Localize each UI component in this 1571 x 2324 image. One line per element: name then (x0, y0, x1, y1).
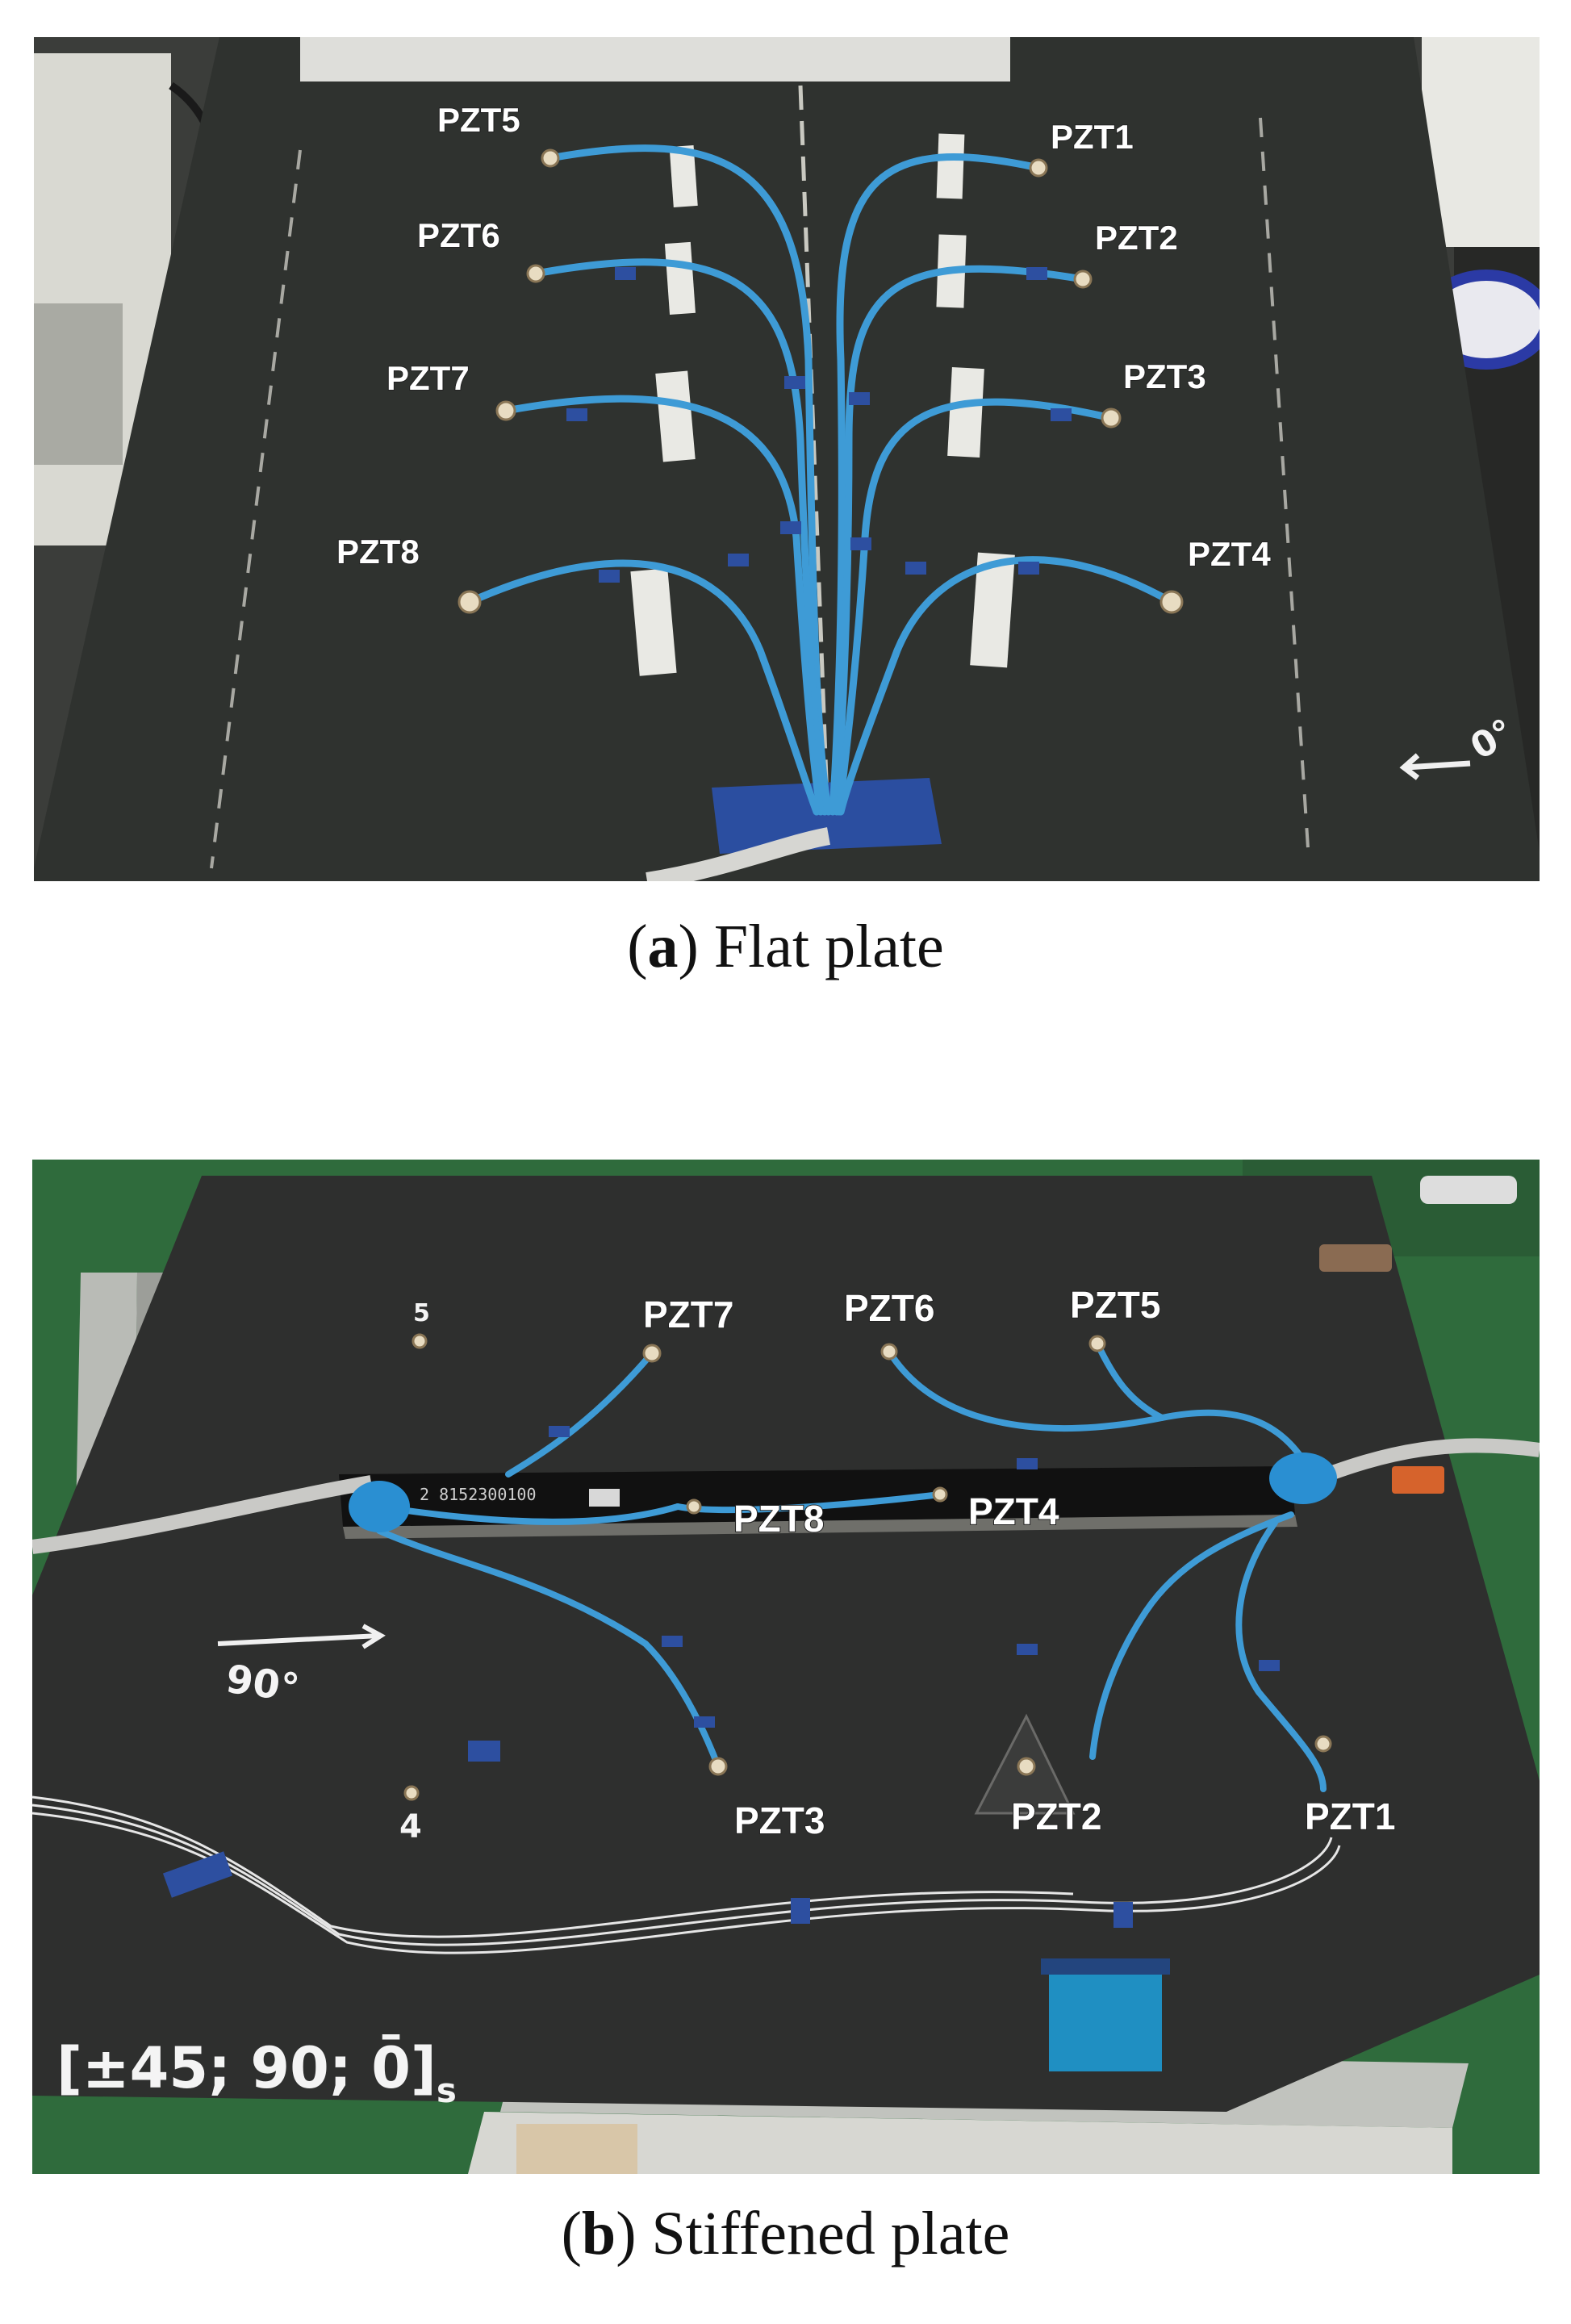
sensor-label-pzt1: PZT1 (1051, 118, 1134, 156)
sensor-label-pzt2: PZT2 (1095, 219, 1178, 257)
caption-a-text: Flat plate (713, 913, 944, 980)
sensor-label-pzt6: PZT6 (417, 216, 500, 254)
sensor-label-pzt7: PZT7 (643, 1294, 733, 1335)
marker-digit-4: 4 (399, 1808, 422, 1845)
sensor-label-pzt4: PZT4 (968, 1490, 1059, 1532)
sensor-label-pzt8: PZT8 (733, 1498, 824, 1540)
marker-digit-5: 5 (413, 1299, 430, 1327)
stiffener-label-text: 2 8152300100 (420, 1485, 537, 1504)
caption-a: (a) Flat plate (627, 913, 944, 980)
caption-b-letter: b (581, 2200, 616, 2268)
sensor-label-pzt4: PZT4 (1188, 535, 1271, 573)
layup-main: [±45; 90; 0̄] (56, 2034, 437, 2101)
sensor-label-pzt1: PZT1 (1305, 1795, 1395, 1837)
orientation-note-90deg: 90° (224, 1657, 303, 1712)
caption-b: (b) Stiffened plate (561, 2200, 1010, 2268)
sensor-label-pzt5: PZT5 (1070, 1284, 1160, 1326)
sensor-label-pzt3: PZT3 (734, 1799, 825, 1841)
layup-subscript: s (437, 2071, 457, 2110)
sensor-label-pzt6: PZT6 (844, 1287, 934, 1329)
caption-b-text: Stiffened plate (651, 2200, 1010, 2268)
flat-plate-photo: PZT5 PZT6 PZT7 PZT8 PZT1 PZT2 PZT3 PZT4 … (34, 37, 1540, 881)
sensor-label-pzt7: PZT7 (386, 359, 470, 397)
stiffened-plate-photo: 2 8152300100 (32, 1160, 1540, 2174)
sensor-label-pzt5: PZT5 (437, 101, 520, 139)
layup-text: [±45; 90; 0̄]s (56, 2034, 457, 2110)
sensor-label-pzt3: PZT3 (1123, 357, 1206, 395)
sensor-label-pzt8: PZT8 (336, 533, 420, 571)
sensor-label-pzt2: PZT2 (1011, 1795, 1101, 1837)
caption-a-letter: a (647, 913, 679, 980)
